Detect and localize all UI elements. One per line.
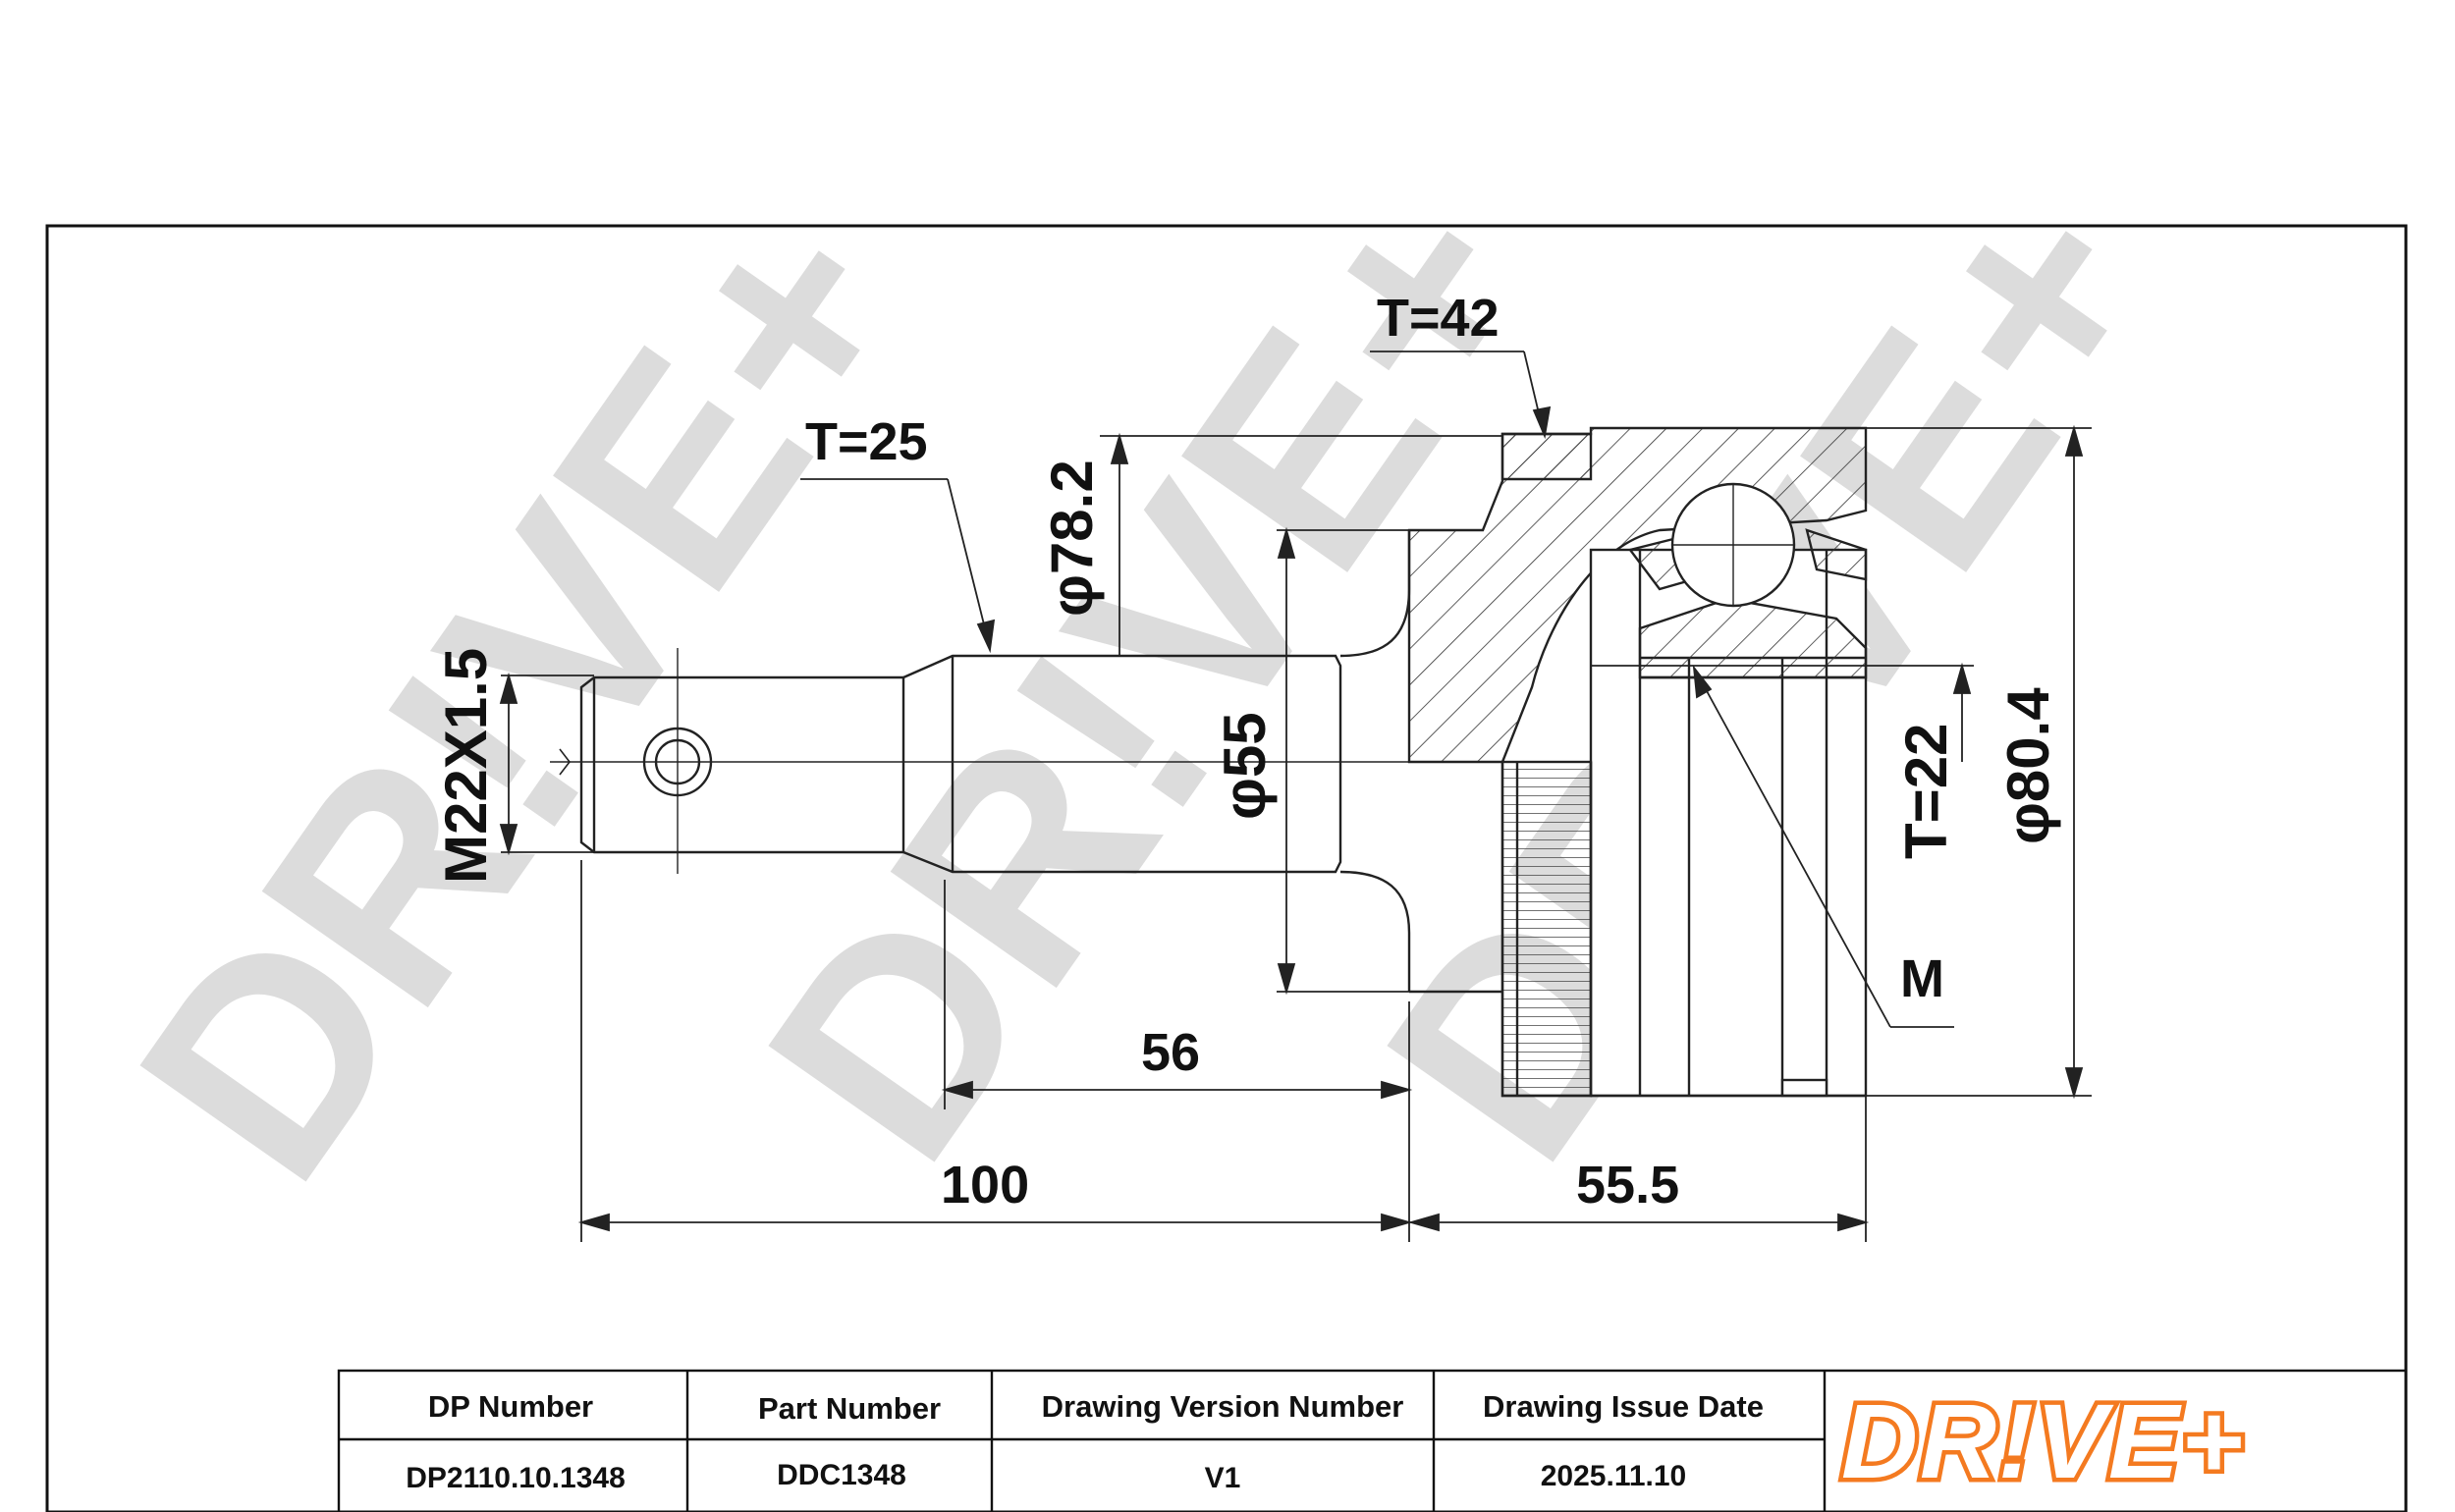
dim-t25-label: T=25 <box>805 412 928 471</box>
header-dp-number: DP Number <box>428 1389 593 1424</box>
value-drawing-version: V1 <box>1205 1462 1241 1494</box>
dim-555-label: 55.5 <box>1576 1156 1679 1215</box>
dim-55-label: φ55 <box>1212 712 1278 820</box>
drawing-frame <box>45 224 2408 1512</box>
drive-logo: DR!VE+ <box>1837 1377 2248 1505</box>
shaft <box>902 654 1342 874</box>
logo-text: DR!VE+ <box>1841 1381 2245 1500</box>
title-block <box>337 1369 2408 1512</box>
dim-782-label: φ78.2 <box>1039 459 1105 617</box>
value-dp-number: DP2110.10.1348 <box>406 1462 626 1494</box>
dim-t42-label: T=42 <box>1377 289 1500 348</box>
dimension-lines <box>499 351 2092 1242</box>
dim-thread-label: M22X1.5 <box>433 648 499 884</box>
dim-804-label: φ80.4 <box>1995 687 2061 844</box>
dim-100-label: 100 <box>941 1156 1029 1215</box>
abs-ring-splines <box>1500 760 1593 1098</box>
header-part-number: Part Number <box>758 1391 941 1426</box>
cotter-hole <box>642 727 713 797</box>
value-part-number: DDC1348 <box>777 1459 906 1491</box>
header-drawing-version: Drawing Version Number <box>1042 1389 1404 1424</box>
dim-m-label: M <box>1900 949 1944 1008</box>
dim-t22-label: T=22 <box>1893 724 1959 859</box>
header-issue-date: Drawing Issue Date <box>1483 1389 1764 1424</box>
dim-56-label: 56 <box>1141 1023 1200 1082</box>
value-issue-date: 2025.11.10 <box>1541 1460 1687 1492</box>
